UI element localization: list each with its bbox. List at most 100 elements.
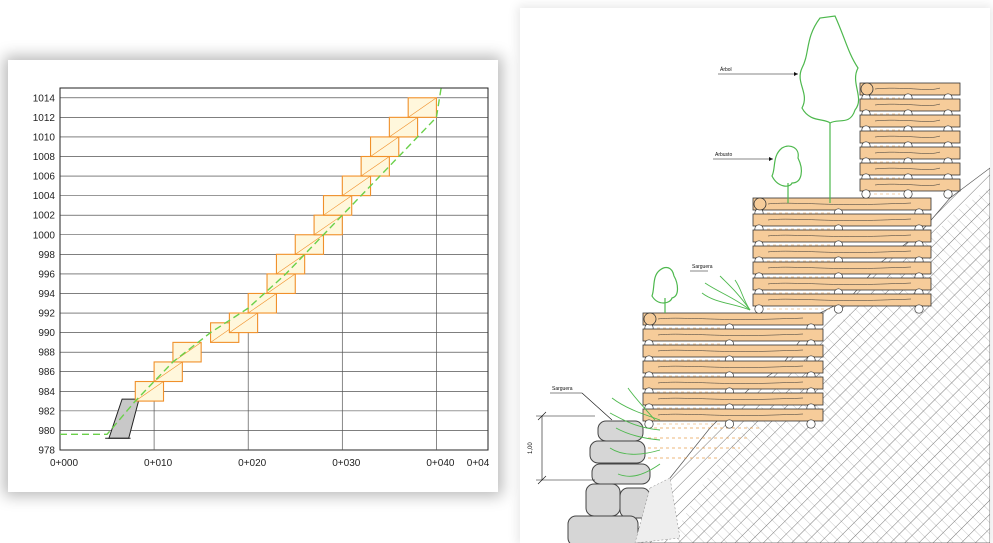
block-diagonal [313,214,343,236]
log-crib-walls [642,82,961,429]
label-shrub: Arbusto [713,152,773,161]
block-diagonal [408,97,437,118]
y-tick-label: 996 [38,269,55,280]
tree-icon [799,15,860,203]
grass-upper-icon [701,275,751,311]
log-beam [752,213,932,227]
log-beam [642,392,824,406]
log-grain [874,151,941,154]
log-beam [642,312,824,326]
log-grain [874,119,941,122]
soil-cross-hatch [670,188,990,543]
log-grain [767,218,912,221]
block-diagonal [389,117,418,138]
gravel-fill [634,477,681,543]
block-diagonal [360,156,390,177]
cross-section-drawing: Árbol Arbusto Sarguera Sarguera 1,00 [528,15,990,543]
drainage-zone [648,427,760,459]
y-tick-label: 994 [38,289,55,300]
y-tick-label: 1012 [33,113,56,124]
log-end [833,304,843,314]
y-tick-label: 980 [38,426,55,437]
x-tick-label: 0+04 [467,458,490,469]
ground-profile-line [60,87,442,436]
log-grain [767,282,912,285]
cross-section-panel: Árbol Arbusto Sarguera Sarguera 1,00 [520,8,990,543]
y-tick-label: 1006 [33,172,56,183]
small-shrub-icon [651,266,679,313]
log-cap [643,312,657,326]
log-beam [752,245,932,259]
block-diagonal [229,312,258,333]
y-tick-label: 978 [38,446,55,457]
x-tick-label: 0+000 [50,458,79,469]
log-beam [642,376,824,390]
block-diagonal [248,293,277,314]
log-grain [767,266,912,269]
block-diagonal [323,195,352,216]
block-diagonal [135,381,164,402]
ground-line [60,87,442,436]
label-bush-lower: Sarguera [550,386,613,421]
log-grain [657,397,804,400]
svg-text:Sarguera: Sarguera [692,264,713,270]
log-grain [874,103,941,106]
y-tick-label: 1014 [33,93,56,104]
log-beam [752,197,932,211]
y-tick-label: 982 [38,406,55,417]
log-end [903,189,913,199]
log-beam [752,293,932,307]
log-grain [657,365,804,368]
shrub-icon [771,145,802,203]
log-cap [860,82,874,96]
block-diagonal [153,361,183,382]
y-tick-label: 1004 [33,191,56,202]
log-grain [657,413,804,416]
y-tick-label: 988 [38,348,55,359]
log-end [861,189,871,199]
y-tick-label: 1000 [33,230,56,241]
log-end [914,304,924,314]
log-beam [642,408,824,422]
log-grain [767,202,912,205]
dimension-marker [536,411,595,485]
log-grain [874,167,941,170]
log-end [724,419,734,429]
log-end [644,419,654,429]
block-diagonal [276,254,305,275]
log-beam [642,328,824,342]
chart-grid [59,87,489,451]
log-beam [752,261,932,275]
grass-lower-icon [609,387,661,477]
y-tick-label: 1010 [33,132,56,143]
x-tick-label: 0+020 [238,458,267,469]
block-diagonal [370,136,399,157]
log-grain [767,298,912,301]
profile-chart: 1014101210101008100610041002100099899699… [33,87,490,469]
y-tick-label: 986 [38,367,55,378]
label-bush-upper: Sarguera [690,264,713,272]
log-grain [657,317,804,320]
chart-frame [59,87,489,451]
log-grain [657,333,804,336]
log-end [754,304,764,314]
log-grain [657,381,804,384]
log-beam [642,344,824,358]
block-diagonal [266,273,296,294]
log-grain [767,250,912,253]
log-grain [874,87,941,90]
log-beam [642,360,824,374]
svg-text:Sarguera: Sarguera [552,386,573,392]
block-diagonal [172,342,202,363]
x-tick-label: 0+040 [426,458,455,469]
y-tick-label: 998 [38,250,55,261]
base-block [108,398,140,439]
log-beam [752,277,932,291]
log-end [806,419,816,429]
dimension-label: 1,00 [528,442,534,454]
block-diagonal [342,175,371,196]
log-grain [874,135,941,138]
log-grain [657,349,804,352]
